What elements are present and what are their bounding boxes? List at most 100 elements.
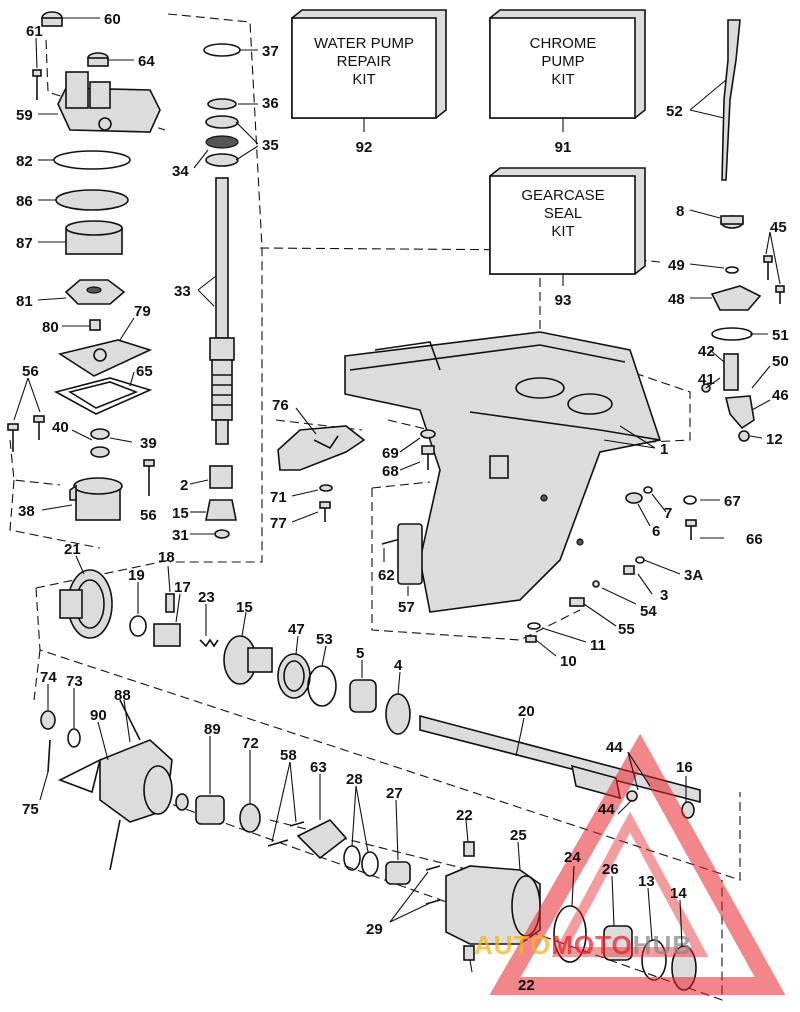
callout-61: 61: [26, 23, 43, 40]
callout-42: 42: [698, 343, 715, 360]
callout-44-bottom: 44: [598, 801, 615, 818]
callout-51: 51: [772, 327, 789, 344]
callout-14: 14: [670, 885, 687, 902]
callout-25: 25: [510, 827, 527, 844]
drive-shaft-parts: [203, 43, 241, 539]
water-pump-parts: [7, 11, 161, 521]
callout-16: 16: [676, 759, 693, 776]
callout-28: 28: [346, 771, 363, 788]
callout-33: 33: [174, 283, 191, 300]
callout-23: 23: [198, 589, 215, 606]
callout-64: 64: [138, 53, 155, 70]
callout-69: 69: [382, 445, 399, 462]
callout-8: 8: [676, 203, 684, 220]
kit-box-gearcase-seal: GEARCASE SEAL KIT 93: [489, 167, 646, 309]
callout-3: 3: [660, 587, 668, 604]
callout-22-bottom: 22: [518, 977, 535, 994]
callout-67: 67: [724, 493, 741, 510]
callout-19: 19: [128, 567, 145, 584]
kit-chrome-pump-line3: KIT: [551, 71, 574, 88]
shift-linkage-parts: [701, 19, 785, 442]
kit-chrome-pump-line2: PUMP: [541, 53, 584, 70]
callout-2: 2: [180, 477, 188, 494]
kit-chrome-pump-ref: 91: [555, 139, 572, 156]
kit-gearcase-seal-line3: KIT: [551, 223, 574, 240]
callout-75: 75: [22, 801, 39, 818]
callout-79: 79: [134, 303, 151, 320]
kit-water-pump-line3: KIT: [352, 71, 375, 88]
callout-62: 62: [378, 567, 395, 584]
callout-47: 47: [288, 621, 305, 638]
callout-60: 60: [104, 11, 121, 28]
callout-12: 12: [766, 431, 783, 448]
callout-7: 7: [664, 505, 672, 522]
callout-89: 89: [204, 721, 221, 738]
callout-41: 41: [698, 371, 715, 388]
kit-gearcase-seal-ref: 93: [555, 292, 572, 309]
callout-31: 31: [172, 527, 189, 544]
callout-24: 24: [564, 849, 581, 866]
callout-17: 17: [174, 579, 191, 596]
callout-80: 80: [42, 319, 59, 336]
propeller-parts: [40, 699, 697, 991]
callout-49: 49: [668, 257, 685, 274]
kit-water-pump-line1: WATER PUMP: [314, 35, 414, 52]
callout-13: 13: [638, 873, 655, 890]
kit-gearcase-seal-line2: SEAL: [544, 205, 582, 222]
callout-63: 63: [310, 759, 327, 776]
callout-88: 88: [114, 687, 131, 704]
callout-56-left: 56: [22, 363, 39, 380]
callout-11: 11: [590, 637, 606, 654]
kit-box-chrome-pump: CHROME PUMP KIT 91: [489, 9, 646, 156]
kit-water-pump-ref: 92: [356, 139, 373, 156]
callout-66: 66: [746, 531, 763, 548]
callout-15-pinion: 15: [172, 505, 189, 522]
callout-55: 55: [618, 621, 635, 638]
callout-86: 86: [16, 193, 33, 210]
callout-45: 45: [770, 219, 787, 236]
callout-34: 34: [172, 163, 189, 180]
callout-71: 71: [270, 489, 287, 506]
callout-56-right: 56: [140, 507, 157, 524]
callout-48: 48: [668, 291, 685, 308]
callout-65: 65: [136, 363, 153, 380]
callout-labels: 60 61 64 59 82 86 87 81 80 79 65 56 40 3…: [16, 11, 789, 994]
callout-76: 76: [272, 397, 289, 414]
callout-4: 4: [394, 657, 403, 674]
callout-90: 90: [90, 707, 107, 724]
kit-chrome-pump-line1: CHROME: [530, 35, 597, 52]
gear-train-parts: [59, 569, 701, 819]
callout-77: 77: [270, 515, 287, 532]
callout-26: 26: [602, 861, 619, 878]
callout-87: 87: [16, 235, 33, 252]
callout-58: 58: [280, 747, 297, 764]
gearcase-housing: [344, 331, 662, 613]
callout-53: 53: [316, 631, 333, 648]
callout-72: 72: [242, 735, 259, 752]
callout-52: 52: [666, 103, 683, 120]
callout-29: 29: [366, 921, 383, 938]
callout-50: 50: [772, 353, 789, 370]
callout-3A: 3A: [684, 567, 703, 584]
callout-6: 6: [652, 523, 660, 540]
callout-59: 59: [16, 107, 33, 124]
callout-5: 5: [356, 645, 364, 662]
callout-54: 54: [640, 603, 657, 620]
kit-water-pump-line2: REPAIR: [337, 53, 392, 70]
callout-57: 57: [398, 599, 415, 616]
callout-38: 38: [18, 503, 35, 520]
callout-82: 82: [16, 153, 33, 170]
kit-gearcase-seal-line1: GEARCASE: [521, 187, 604, 204]
callout-36: 36: [262, 95, 279, 112]
callout-44-top: 44: [606, 739, 623, 756]
callout-20: 20: [518, 703, 535, 720]
callout-10: 10: [560, 653, 577, 670]
watermark-text: AUTOMOTOHUB: [474, 930, 692, 960]
callout-68: 68: [382, 463, 399, 480]
callout-1: 1: [660, 441, 668, 458]
watermark-logo: AUTOMOTOHUB: [474, 733, 786, 995]
leader-lines: [13, 17, 781, 973]
mid-small-parts: [277, 425, 697, 643]
callout-27: 27: [386, 785, 403, 802]
